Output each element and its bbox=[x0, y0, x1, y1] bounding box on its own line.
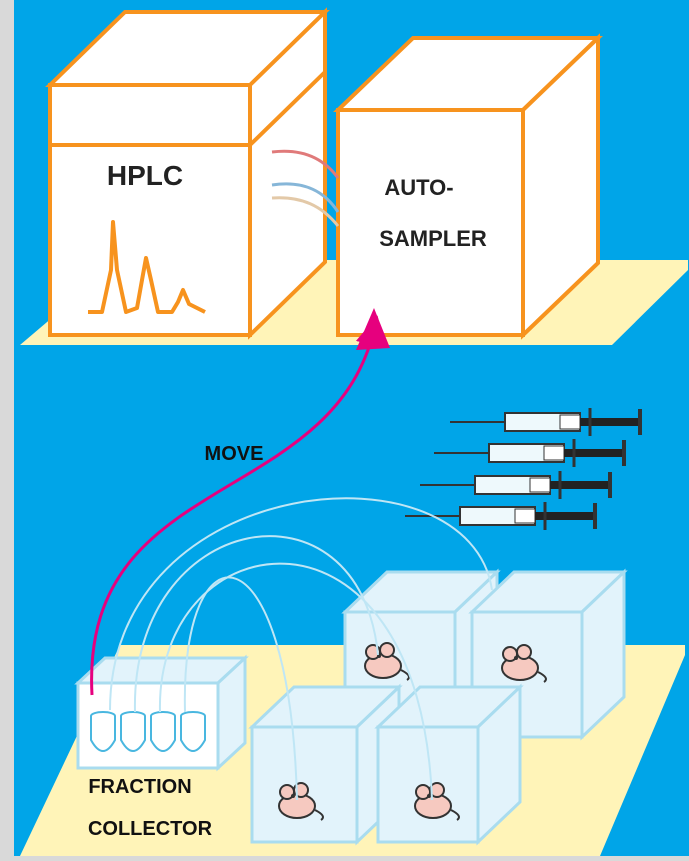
cage-back-right bbox=[468, 568, 628, 741]
connector-tubes bbox=[271, 149, 340, 227]
autosampler-front-face bbox=[336, 108, 525, 337]
chromatogram-peaks bbox=[88, 220, 206, 314]
collection-tubes bbox=[90, 711, 206, 752]
fraction-label-line1: FRACTION bbox=[88, 776, 191, 798]
autosampler-side-face bbox=[521, 33, 600, 340]
autosampler-instrument bbox=[333, 33, 603, 340]
mouse bbox=[501, 644, 547, 683]
hplc-instrument bbox=[45, 7, 330, 340]
mouse bbox=[278, 782, 324, 821]
blue-tube bbox=[271, 182, 340, 213]
tube-to-cage bbox=[158, 562, 433, 801]
transfer-tubing bbox=[109, 497, 493, 801]
autosampler-label-line1: AUTO- bbox=[384, 175, 453, 200]
tube-to-cage bbox=[109, 497, 493, 711]
collection-tube bbox=[150, 711, 176, 752]
move-arrowhead bbox=[356, 308, 390, 350]
left-strip bbox=[0, 0, 14, 856]
syringe bbox=[420, 471, 612, 499]
collection-tube bbox=[120, 711, 146, 752]
mouse bbox=[364, 642, 410, 681]
syringe bbox=[450, 408, 642, 436]
syringe bbox=[405, 502, 597, 530]
fraction-label-line2: COLLECTOR bbox=[88, 818, 213, 840]
tube-to-cage bbox=[133, 535, 379, 713]
move-label: MOVE bbox=[205, 443, 264, 465]
fraction-collector bbox=[74, 654, 249, 772]
collection-tube bbox=[90, 711, 116, 752]
hplc-side-divider bbox=[248, 70, 327, 147]
cage-front-right bbox=[374, 683, 524, 846]
syringe-group bbox=[405, 408, 642, 530]
collection-tube bbox=[180, 711, 206, 752]
hplc-label: HPLC bbox=[107, 160, 183, 191]
syringe bbox=[434, 439, 626, 467]
autosampler-label-line2: SAMPLER bbox=[379, 226, 487, 251]
move-arrow bbox=[90, 315, 385, 696]
mouse bbox=[414, 782, 460, 821]
tan-tube bbox=[271, 196, 340, 227]
hplc-front-face bbox=[48, 83, 252, 337]
red-tube bbox=[271, 149, 340, 179]
tube-to-cage bbox=[183, 576, 298, 801]
